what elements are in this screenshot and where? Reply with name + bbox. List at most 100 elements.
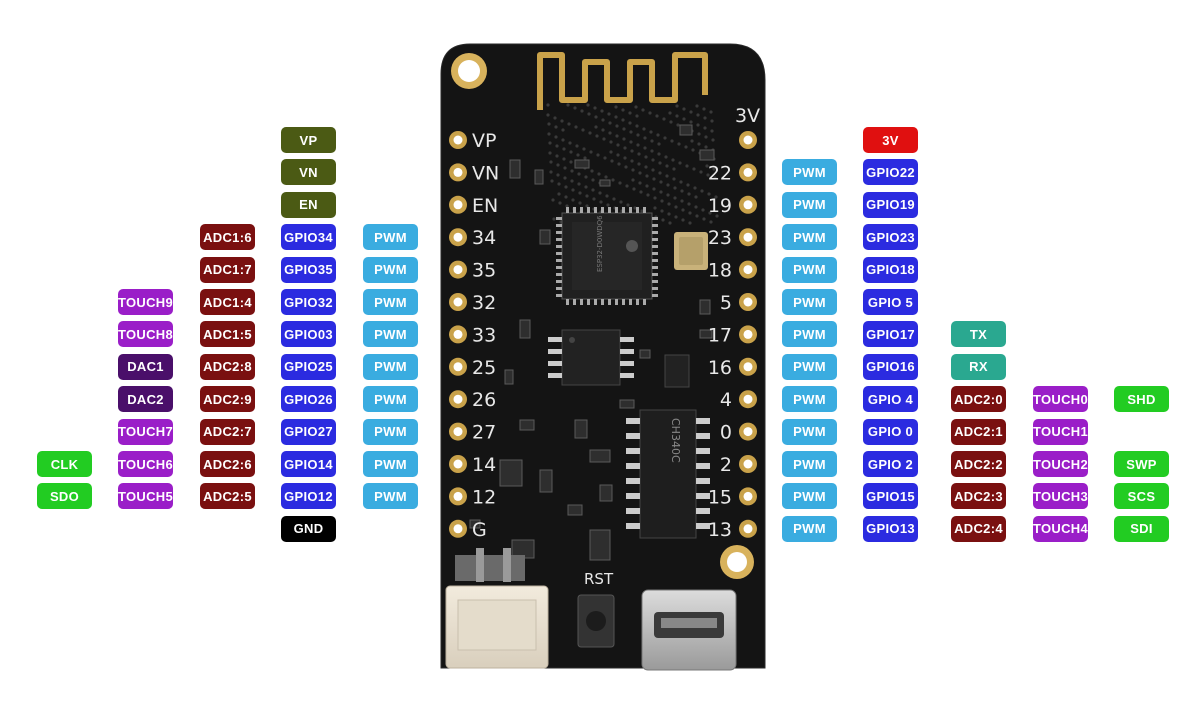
pin-label-gpio: GPIO26 bbox=[281, 386, 336, 413]
via bbox=[679, 180, 683, 184]
chip-pin bbox=[652, 238, 658, 241]
via bbox=[687, 202, 691, 206]
smd-component bbox=[599, 484, 613, 502]
via bbox=[583, 156, 587, 160]
via bbox=[616, 153, 620, 157]
smd-component bbox=[699, 149, 715, 161]
chip-pin bbox=[556, 231, 562, 234]
silk-pin-label: 17 bbox=[708, 324, 732, 346]
via bbox=[562, 147, 566, 151]
via bbox=[704, 135, 708, 139]
via bbox=[573, 106, 577, 110]
pin-label-pwm: PWM bbox=[363, 483, 418, 510]
via bbox=[634, 105, 638, 109]
via bbox=[574, 125, 578, 129]
via bbox=[681, 208, 685, 212]
pad-hole bbox=[743, 524, 753, 534]
smd-component bbox=[469, 519, 481, 529]
via bbox=[628, 121, 632, 125]
via bbox=[625, 184, 629, 188]
chip-pin bbox=[626, 463, 640, 469]
via bbox=[551, 198, 555, 202]
silk-3v-top: 3V bbox=[735, 105, 760, 127]
via bbox=[557, 192, 561, 196]
via bbox=[711, 138, 715, 142]
pin-label-gpio: GPIO13 bbox=[863, 515, 918, 542]
via bbox=[623, 156, 627, 160]
pin-label-touch: TOUCH7 bbox=[118, 418, 173, 445]
chip-pin bbox=[626, 418, 640, 424]
pin-label-pwm: PWM bbox=[782, 256, 837, 283]
via bbox=[657, 152, 661, 156]
via bbox=[553, 116, 557, 120]
antenna-trace bbox=[537, 52, 708, 110]
via bbox=[624, 165, 628, 169]
chip-pin bbox=[652, 259, 658, 262]
chip-pin bbox=[696, 493, 710, 499]
via bbox=[556, 173, 560, 177]
via bbox=[598, 191, 602, 195]
via bbox=[611, 178, 615, 182]
via bbox=[631, 178, 635, 182]
silk-pin-label: 34 bbox=[472, 227, 496, 249]
via bbox=[694, 195, 698, 199]
via bbox=[640, 209, 644, 213]
smd-component bbox=[519, 319, 531, 339]
via bbox=[704, 145, 708, 149]
via bbox=[578, 191, 582, 195]
pin-label-flash: SWP bbox=[1114, 451, 1169, 477]
via bbox=[615, 134, 619, 138]
via bbox=[648, 111, 652, 115]
pin-label-adc2: ADC2:5 bbox=[200, 483, 255, 510]
pad-hole bbox=[453, 394, 463, 404]
pad-hole bbox=[453, 524, 463, 534]
reset-button[interactable] bbox=[577, 594, 615, 648]
via bbox=[677, 142, 681, 146]
pin-label-adc1: ADC1:5 bbox=[200, 321, 255, 348]
chip-pin bbox=[573, 207, 576, 213]
smd-component bbox=[699, 299, 711, 315]
pin-label-touch: TOUCH5 bbox=[118, 483, 173, 510]
via bbox=[564, 185, 568, 189]
esp32-chip-pins bbox=[556, 207, 658, 305]
via bbox=[650, 149, 654, 153]
pin-label-power: EN bbox=[281, 191, 336, 218]
via bbox=[708, 211, 712, 215]
via bbox=[601, 118, 605, 122]
chip-pin bbox=[626, 493, 640, 499]
via bbox=[565, 204, 569, 208]
pin-label-flash: SDO bbox=[37, 483, 92, 510]
via bbox=[662, 117, 666, 121]
chip-pin bbox=[696, 433, 710, 439]
via bbox=[619, 200, 623, 204]
chip-pin bbox=[629, 299, 632, 305]
via bbox=[637, 152, 641, 156]
pin-label-pwm: PWM bbox=[363, 224, 418, 251]
via bbox=[593, 106, 597, 110]
via bbox=[636, 133, 640, 137]
pad-hole bbox=[453, 265, 463, 275]
via bbox=[575, 144, 579, 148]
chip-pin bbox=[652, 287, 658, 290]
via bbox=[584, 185, 588, 189]
pin-label-flash: CLK bbox=[37, 451, 92, 477]
chip-pin bbox=[608, 299, 611, 305]
chip-pin bbox=[652, 252, 658, 255]
usb-serial-chip: CH340C bbox=[639, 409, 697, 539]
silk-pin-label: 33 bbox=[472, 324, 496, 346]
via bbox=[665, 174, 669, 178]
silk-pin-label: G bbox=[472, 519, 487, 541]
pad-hole bbox=[743, 167, 753, 177]
pin-label-flash: SCS bbox=[1114, 483, 1169, 510]
flash-chip bbox=[561, 329, 621, 386]
pin-label-gpio: GPIO 0 bbox=[863, 418, 918, 445]
via bbox=[675, 114, 679, 118]
silk-pin-label: 13 bbox=[708, 519, 732, 541]
via bbox=[672, 167, 676, 171]
chip-pin bbox=[556, 245, 562, 248]
chip-pin bbox=[573, 299, 576, 305]
via bbox=[582, 147, 586, 151]
via bbox=[571, 198, 575, 202]
via bbox=[659, 180, 663, 184]
